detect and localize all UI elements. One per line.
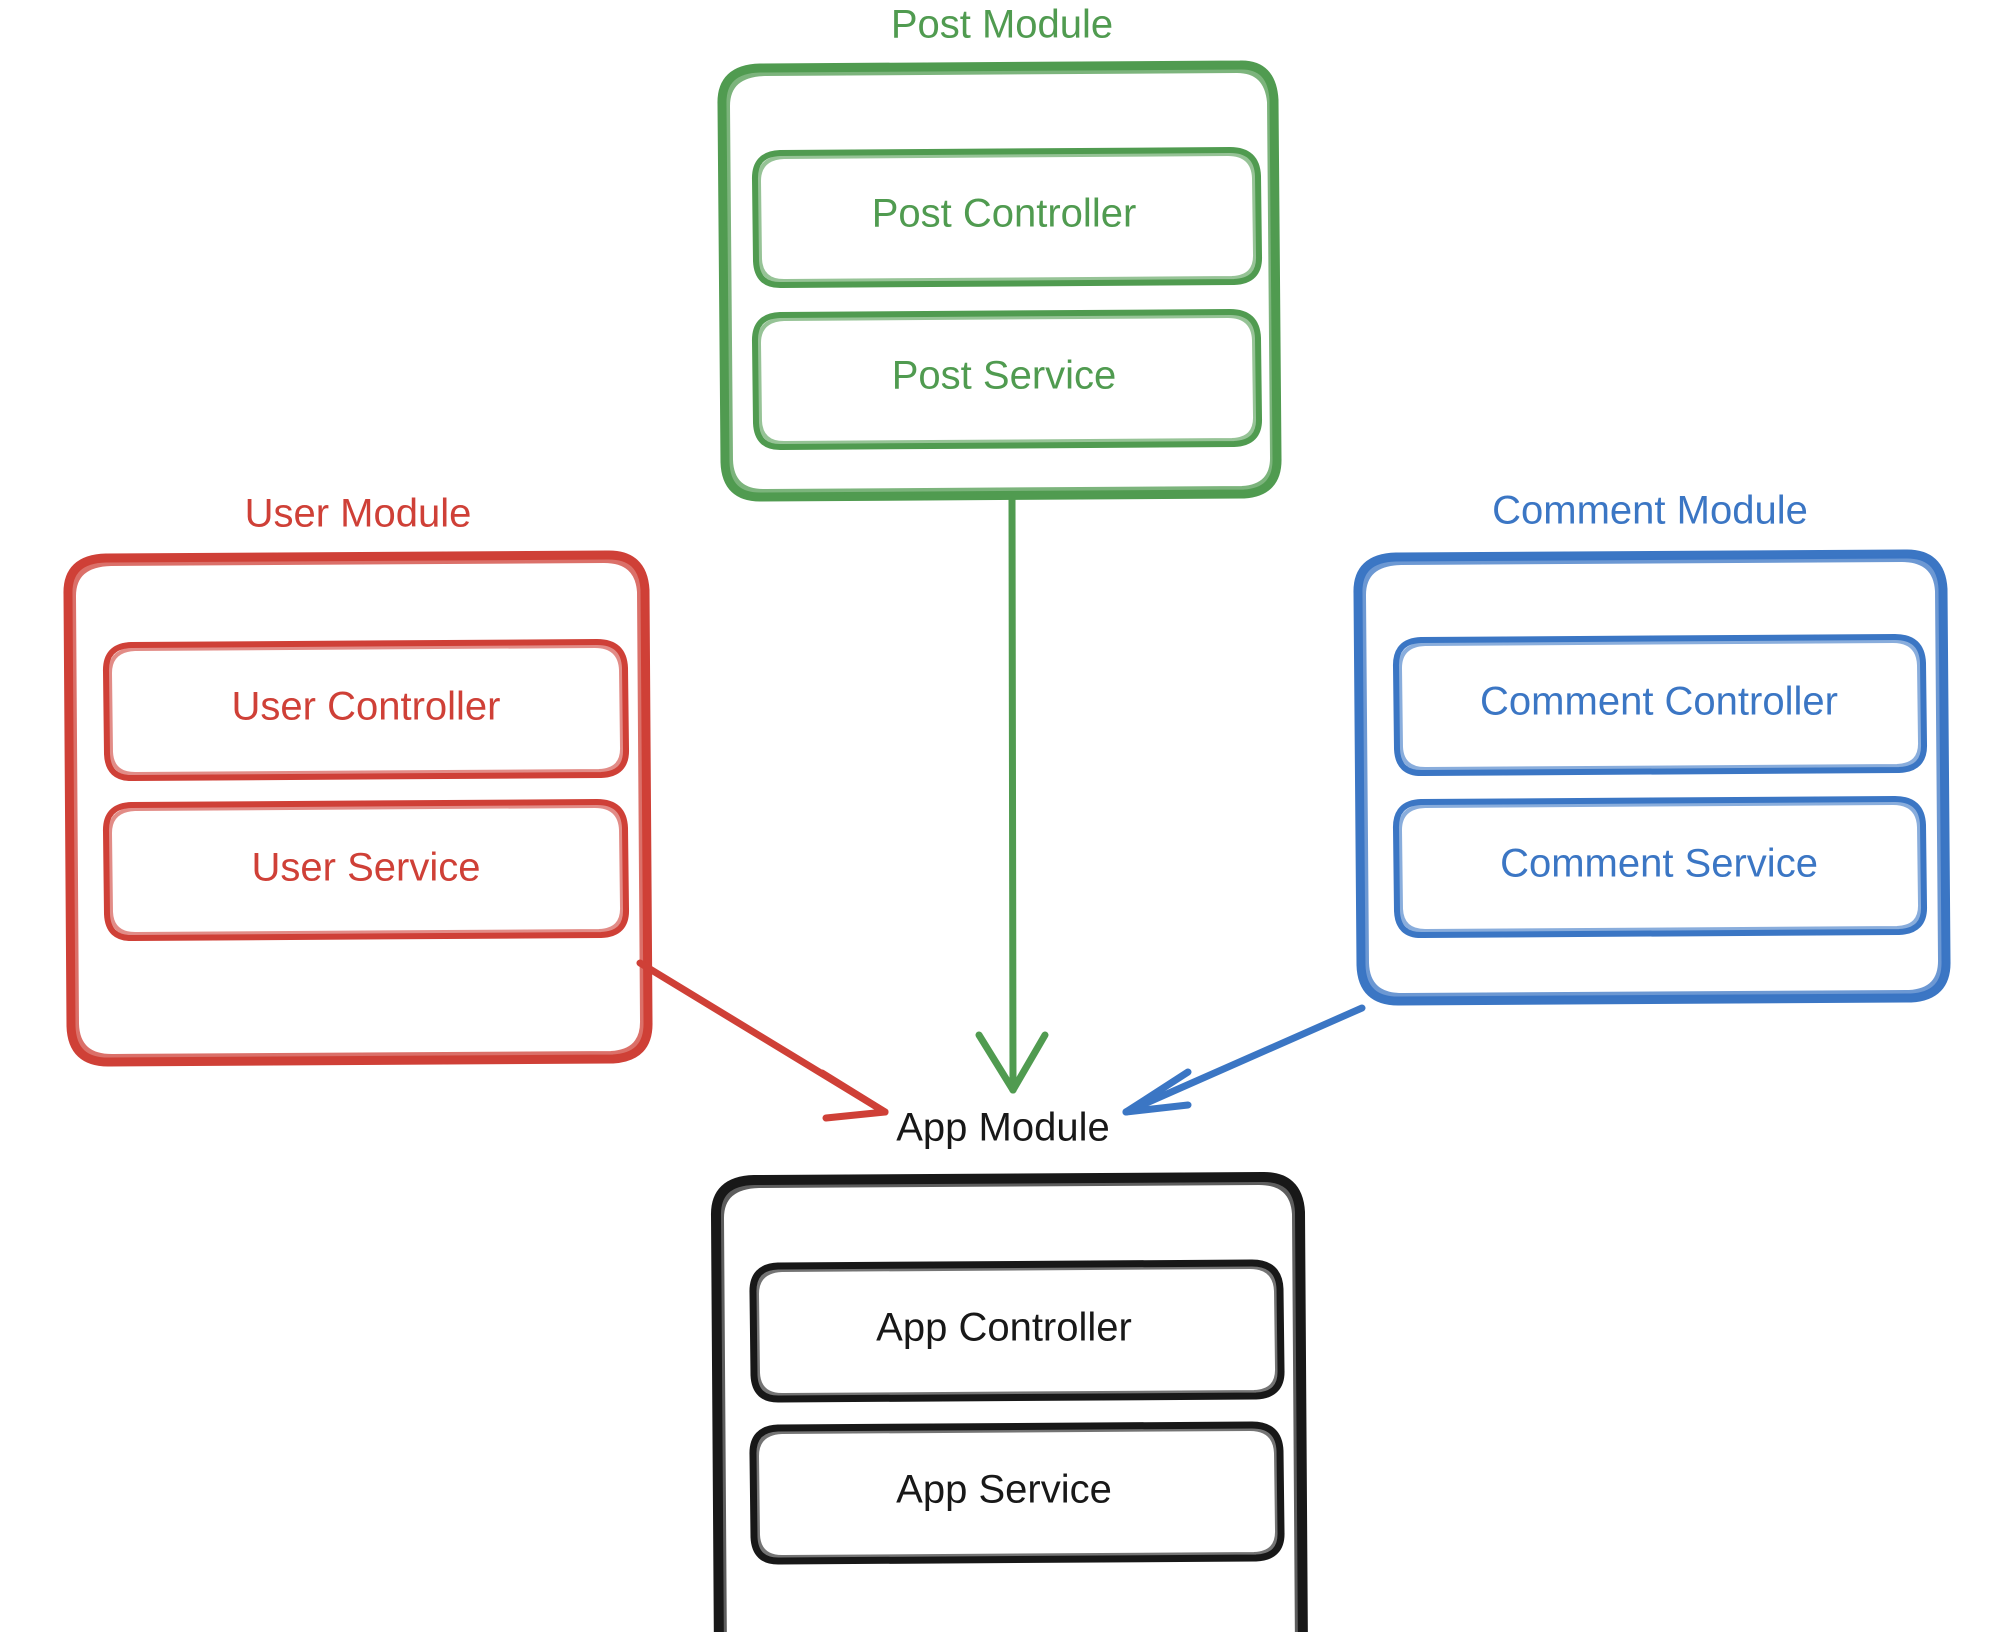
- box-user-controller[interactable]: User Controller: [102, 639, 630, 782]
- module-user[interactable]: User Module User Controller User Service: [63, 492, 653, 1067]
- module-title-comment: Comment Module: [1492, 489, 1808, 533]
- module-title-post: Post Module: [891, 3, 1113, 47]
- box-label-app-controller: App Controller: [876, 1306, 1132, 1350]
- box-label-user-controller: User Controller: [232, 685, 501, 729]
- box-app-service[interactable]: App Service: [749, 1421, 1285, 1565]
- module-title-app: App Module: [896, 1106, 1109, 1150]
- box-label-app-service: App Service: [896, 1468, 1112, 1512]
- module-app[interactable]: App Module App Controller App Service: [711, 1106, 1308, 1632]
- box-user-service[interactable]: User Service: [102, 799, 630, 942]
- module-title-user: User Module: [245, 492, 472, 536]
- box-label-post-controller: Post Controller: [872, 192, 1137, 236]
- connector-post-to-app: [975, 493, 1049, 1094]
- module-post[interactable]: Post Module Post Controller Post Service: [717, 3, 1282, 502]
- box-comment-service[interactable]: Comment Service: [1392, 796, 1928, 939]
- box-label-user-service: User Service: [252, 846, 481, 890]
- box-app-controller[interactable]: App Controller: [749, 1259, 1285, 1403]
- box-comment-controller[interactable]: Comment Controller: [1392, 634, 1928, 777]
- box-post-service[interactable]: Post Service: [751, 309, 1263, 451]
- app-module-outline: [711, 1171, 1308, 1632]
- connector-user-to-app: [636, 959, 889, 1122]
- box-label-comment-service: Comment Service: [1500, 842, 1818, 886]
- comment-module-outline: [1353, 549, 1951, 1006]
- post-module-outline: [717, 60, 1282, 502]
- box-post-controller[interactable]: Post Controller: [751, 147, 1263, 289]
- user-module-outline: [63, 550, 653, 1067]
- connector-comment-to-app: [1122, 1004, 1366, 1116]
- box-label-post-service: Post Service: [892, 354, 1117, 398]
- box-label-comment-controller: Comment Controller: [1480, 680, 1838, 724]
- module-comment[interactable]: Comment Module Comment Controller Commen…: [1353, 489, 1951, 1006]
